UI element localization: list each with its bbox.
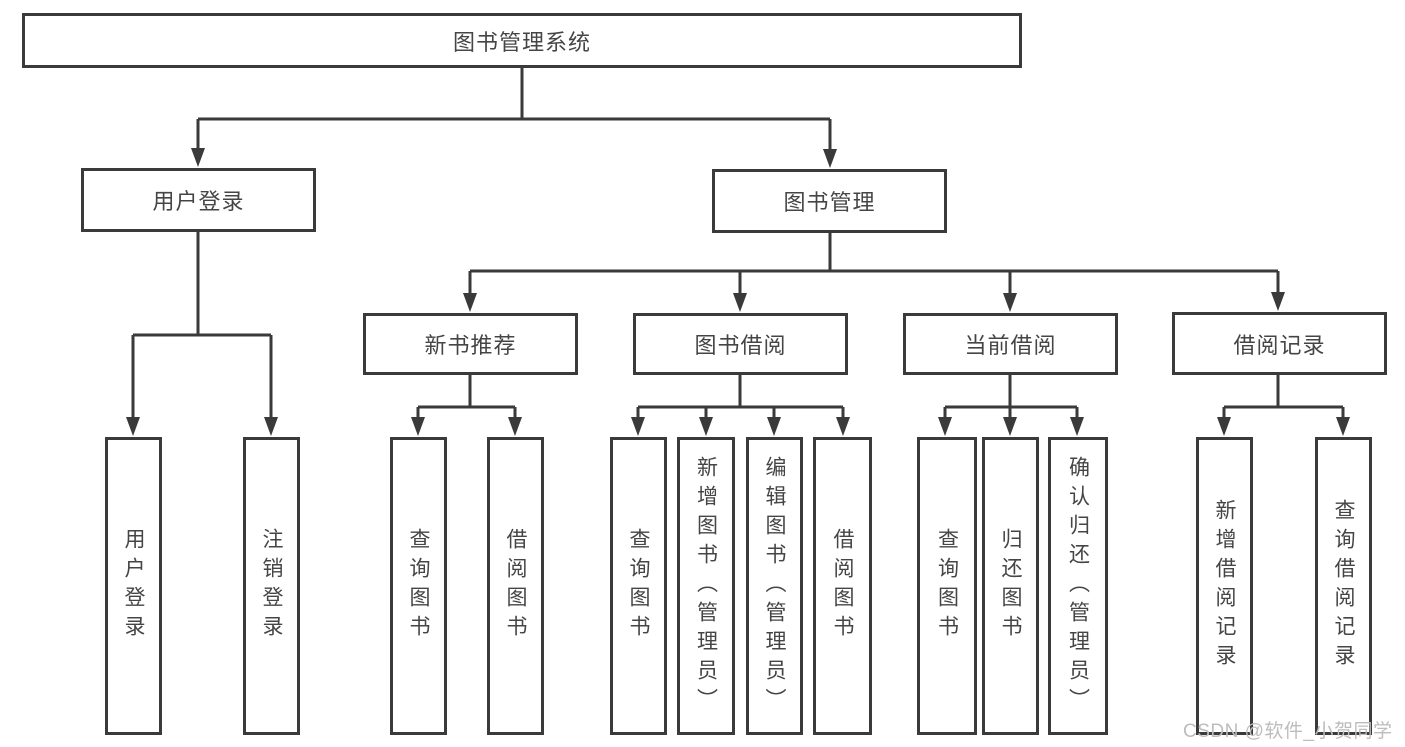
node-user-login: 用户登录 bbox=[81, 168, 316, 232]
node-book-borrow: 图书借阅 bbox=[633, 313, 848, 375]
node-book-management: 图书管理 bbox=[712, 169, 947, 233]
csdn-watermark: CSDN @软件_小贺同学 bbox=[1183, 721, 1393, 742]
leaf-borrow-books-1: 借阅图书 bbox=[487, 437, 544, 735]
leaf-query-books-2: 查询图书 bbox=[610, 437, 667, 735]
leaf-query-books-3: 查询图书 bbox=[917, 437, 977, 735]
arrowheads bbox=[126, 148, 1350, 436]
leaf-return-books: 归还图书 bbox=[982, 437, 1039, 735]
leaf-add-borrow-record: 新增借阅记录 bbox=[1196, 437, 1253, 735]
leaf-query-borrow-record: 查询借阅记录 bbox=[1315, 437, 1372, 735]
leaf-borrow-books-2: 借阅图书 bbox=[813, 437, 872, 735]
leaf-user-login: 用户登录 bbox=[105, 437, 162, 735]
leaf-add-books-admin: 新增图书（管理员） bbox=[677, 437, 735, 735]
connector-paths bbox=[131, 66, 1345, 419]
leaf-query-books-1: 查询图书 bbox=[390, 437, 447, 735]
node-borrow-record: 借阅记录 bbox=[1172, 312, 1387, 375]
node-current-borrow: 当前借阅 bbox=[903, 313, 1118, 375]
node-new-book-recommend: 新书推荐 bbox=[363, 313, 578, 375]
leaf-confirm-return-admin: 确认归还（管理员） bbox=[1048, 437, 1108, 735]
node-root-library-system: 图书管理系统 bbox=[22, 13, 1022, 68]
leaf-edit-books-admin: 编辑图书（管理员） bbox=[746, 437, 803, 735]
leaf-logout: 注销登录 bbox=[243, 437, 300, 735]
